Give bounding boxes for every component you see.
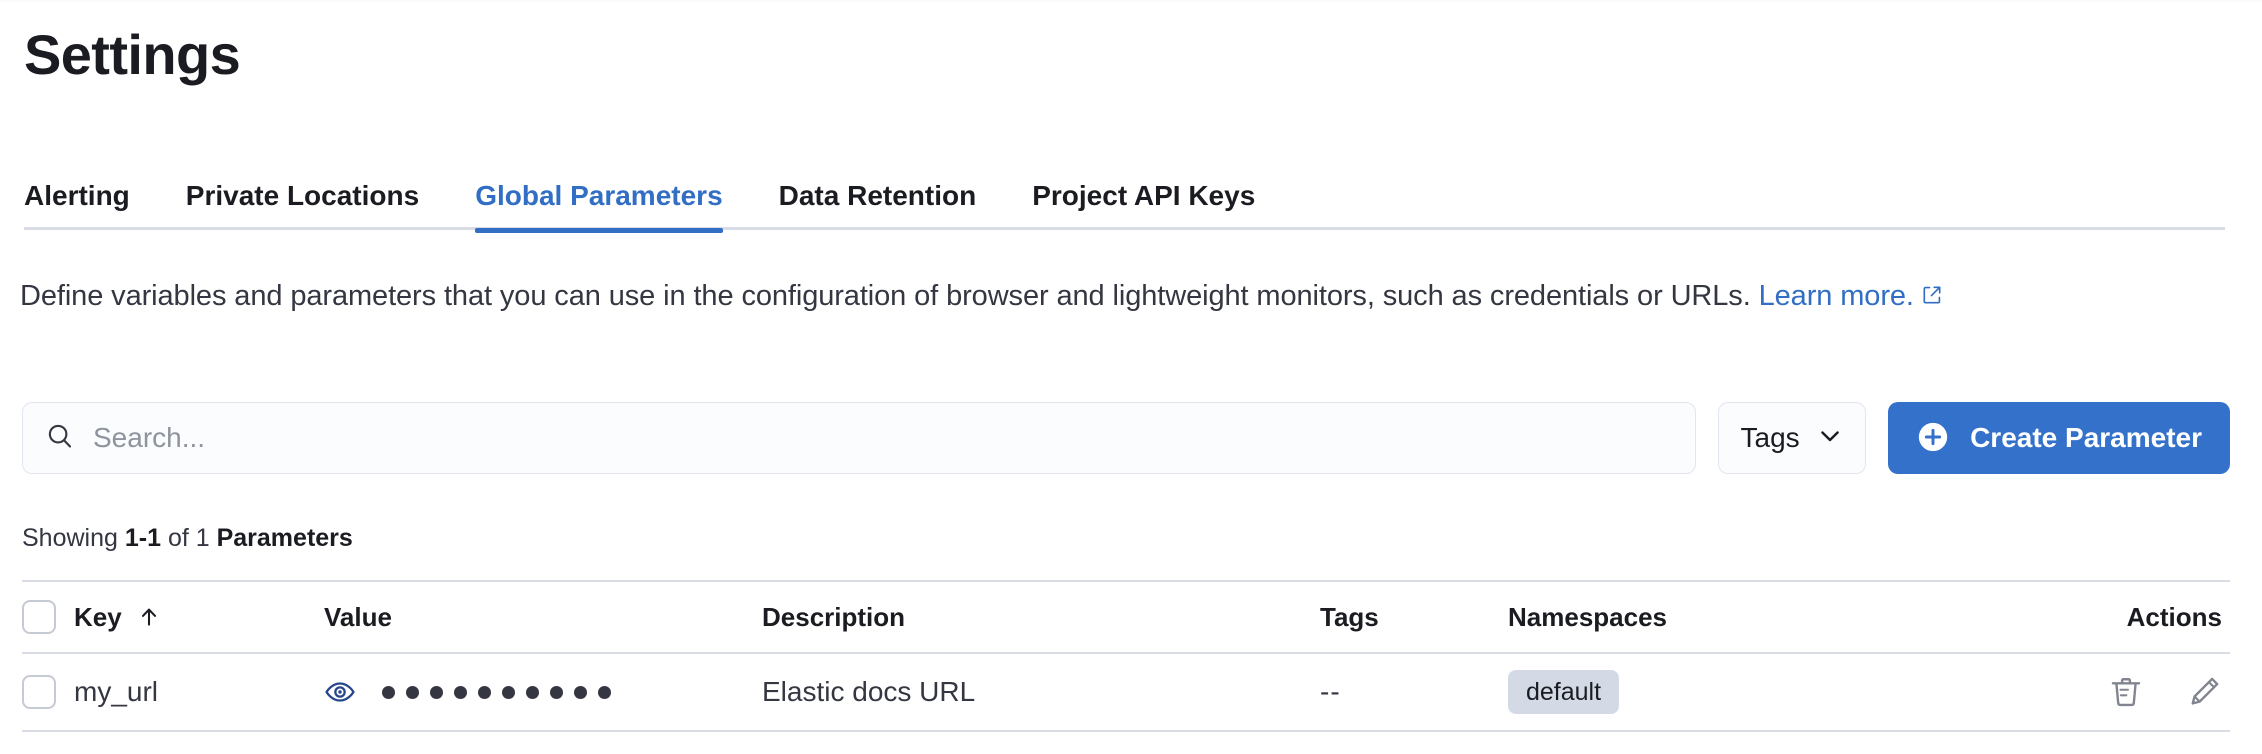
parameter-key: my_url (74, 676, 159, 707)
cell-tags: -- (1320, 676, 1508, 708)
row-select-checkbox[interactable] (22, 675, 56, 709)
column-header-value: Value (324, 602, 762, 633)
table-row: my_url Elastic docs URL -- defau (22, 654, 2230, 732)
parameter-tags: -- (1320, 676, 1341, 707)
trash-icon[interactable] (2108, 674, 2144, 710)
select-all-checkbox[interactable] (22, 600, 56, 634)
tab-data-retention[interactable]: Data Retention (779, 162, 977, 230)
chevron-down-icon (1816, 422, 1844, 455)
tab-label: Alerting (24, 180, 130, 211)
select-all-cell (22, 600, 74, 634)
parameters-table: Key Value Description Tags Namespaces (22, 580, 2230, 732)
tags-filter-dropdown[interactable]: Tags (1718, 402, 1867, 474)
search-icon (45, 421, 75, 456)
cell-description: Elastic docs URL (762, 676, 1320, 708)
column-header-value-label: Value (324, 601, 392, 632)
cell-actions (1968, 674, 2230, 710)
page-title: Settings (24, 23, 241, 86)
parameter-description: Elastic docs URL (762, 676, 976, 707)
tab-label: Private Locations (185, 180, 420, 211)
external-link-icon[interactable] (1921, 273, 1943, 321)
plus-circle-icon (1916, 420, 1950, 457)
create-parameter-label: Create Parameter (1970, 422, 2202, 453)
tab-alerting[interactable]: Alerting (24, 162, 130, 230)
learn-more-link[interactable]: Learn more. (1758, 280, 1914, 312)
showing-prefix: Showing (22, 524, 125, 552)
tab-project-api-keys[interactable]: Project API Keys (1032, 162, 1255, 230)
column-header-namespaces-label: Namespaces (1508, 601, 1667, 632)
tab-label: Data Retention (778, 180, 977, 211)
column-header-tags-label: Tags (1320, 601, 1379, 632)
column-header-key[interactable]: Key (74, 602, 324, 633)
description-text: Define variables and parameters that you… (20, 280, 1751, 312)
cell-namespaces: default (1508, 670, 1968, 714)
tab-private-locations[interactable]: Private Locations (186, 162, 419, 230)
controls-row: Search... Tags Create Parameter (22, 402, 2230, 474)
column-header-actions-label: Actions (2126, 601, 2222, 632)
column-header-key-label: Key (74, 601, 122, 632)
tab-label: Project API Keys (1032, 180, 1256, 211)
results-count: Showing 1-1 of 1 Parameters (22, 524, 353, 553)
search-placeholder: Search... (93, 422, 206, 453)
cell-value (324, 676, 762, 708)
eye-icon[interactable] (324, 676, 356, 708)
arrow-up-icon[interactable] (136, 604, 162, 630)
column-header-description: Description (762, 602, 1320, 633)
showing-entity: Parameters (216, 524, 353, 552)
pencil-icon[interactable] (2186, 674, 2222, 710)
cell-key: my_url (74, 676, 324, 708)
tags-filter-label: Tags (1740, 422, 1800, 453)
create-parameter-button[interactable]: Create Parameter (1888, 402, 2230, 474)
settings-tabs: Alerting Private Locations Global Parame… (24, 162, 2225, 233)
showing-middle: of 1 (161, 524, 217, 552)
column-header-actions: Actions (1968, 602, 2230, 633)
page-description: Define variables and parameters that you… (20, 272, 2230, 321)
table-header-row: Key Value Description Tags Namespaces (22, 582, 2230, 654)
column-header-description-label: Description (762, 601, 906, 632)
namespace-badge: default (1508, 670, 1620, 714)
column-header-tags: Tags (1320, 602, 1508, 633)
tab-label: Global Parameters (475, 180, 723, 211)
masked-value (382, 685, 611, 699)
showing-range: 1-1 (124, 524, 161, 552)
column-header-namespaces: Namespaces (1508, 602, 1968, 633)
tab-global-parameters[interactable]: Global Parameters (475, 162, 724, 233)
search-input[interactable]: Search... (22, 402, 1697, 474)
row-select-cell (22, 675, 74, 709)
